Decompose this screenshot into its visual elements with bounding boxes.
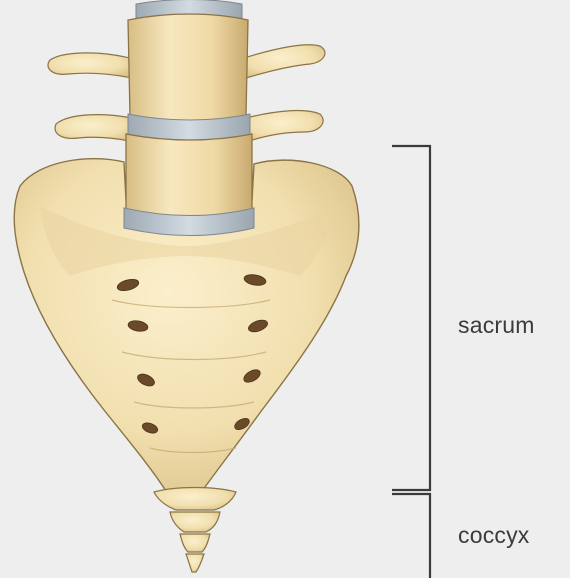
transverse-process-left-upper	[48, 53, 132, 78]
lumbar-vertebra-lower	[126, 134, 252, 220]
coccyx-bone	[154, 488, 236, 573]
sacrum-label: sacrum	[458, 312, 535, 339]
coccyx-label: coccyx	[458, 522, 530, 549]
transverse-process-left-lower	[55, 115, 134, 142]
transverse-process-right-upper	[244, 45, 325, 78]
coccyx-bracket	[392, 494, 430, 578]
lumbar-vertebra-upper	[128, 14, 248, 122]
sacrum-bracket	[392, 146, 430, 490]
transverse-process-right-lower	[246, 111, 323, 142]
